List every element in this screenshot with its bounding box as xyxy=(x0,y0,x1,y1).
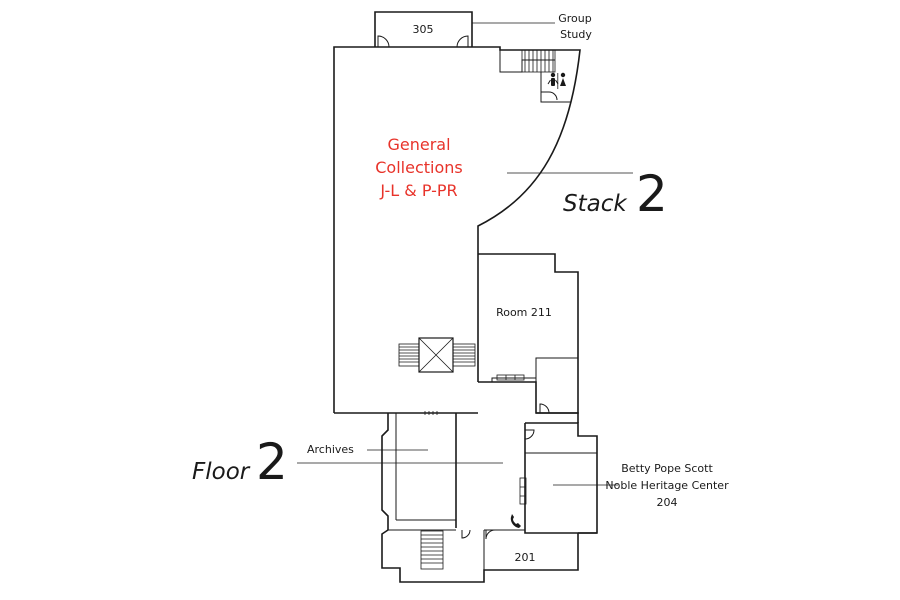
leader-lines xyxy=(297,22,633,486)
room-201-label: 201 xyxy=(515,551,536,564)
general-collections-line2: Collections xyxy=(375,158,462,177)
floor-word: Floor xyxy=(192,459,251,485)
stack-word: Stack xyxy=(563,191,628,217)
elevator-icon xyxy=(418,337,454,373)
heritage-center-line3: 204 xyxy=(657,496,678,509)
group-study-label-line2: Study xyxy=(560,28,592,41)
room-305[interactable] xyxy=(374,11,473,48)
group-study-label-line1: Group xyxy=(558,12,592,25)
room-305-label: 305 xyxy=(413,23,434,36)
room-211-label: Room 211 xyxy=(496,306,552,319)
heritage-center-line2: Noble Heritage Center xyxy=(605,479,729,492)
room-211[interactable] xyxy=(478,253,579,414)
phone-icon xyxy=(510,514,521,528)
stairs-bottom xyxy=(420,530,444,570)
archives-label: Archives xyxy=(307,443,354,456)
lower-floor-outline xyxy=(381,411,598,583)
heritage-center-line1: Betty Pope Scott xyxy=(621,462,713,475)
general-collections-line1: General xyxy=(387,135,450,154)
stairs-top xyxy=(521,49,556,73)
stack-number: 2 xyxy=(636,165,668,223)
floor-number: 2 xyxy=(256,433,288,491)
escalators xyxy=(398,343,476,367)
general-collections-line3: J-L & P-PR xyxy=(379,181,457,200)
restroom-icon xyxy=(547,72,566,89)
